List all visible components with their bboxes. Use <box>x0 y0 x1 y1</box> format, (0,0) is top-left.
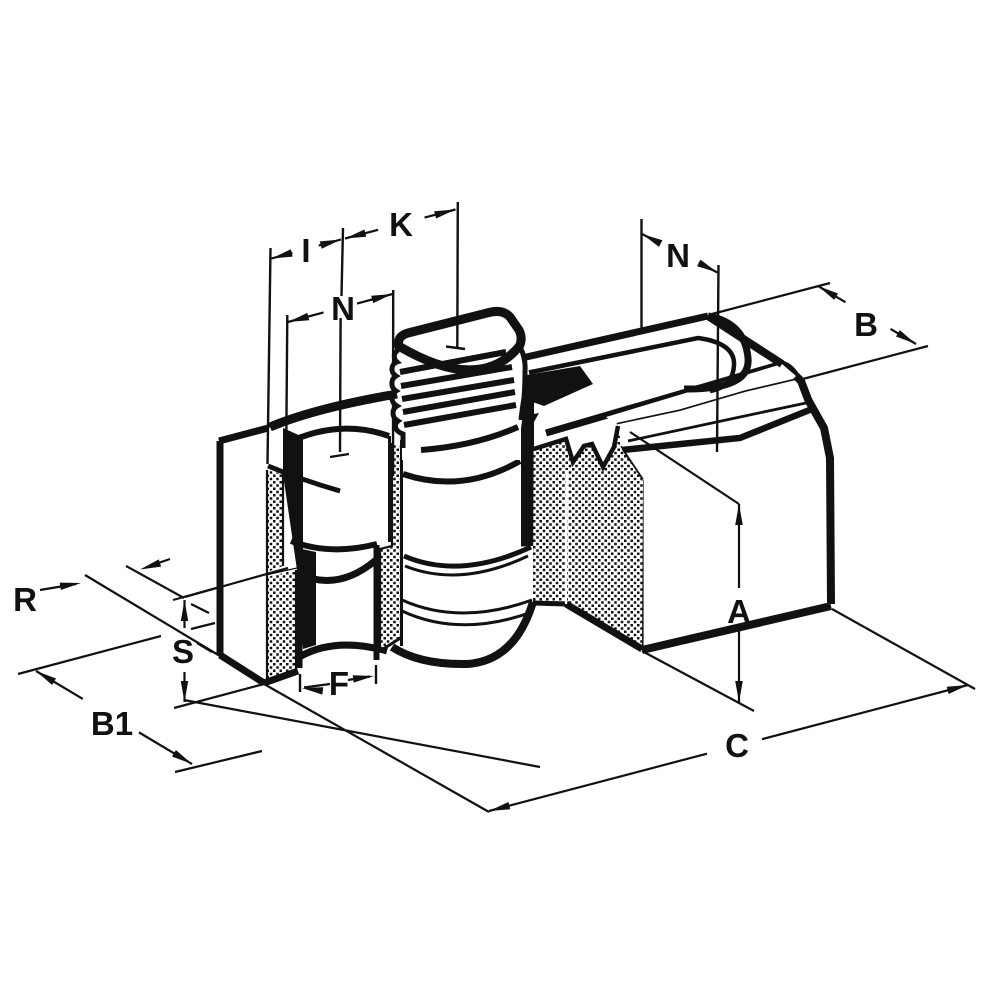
svg-text:C: C <box>725 727 749 764</box>
svg-text:K: K <box>389 206 413 243</box>
svg-text:A: A <box>727 593 751 630</box>
svg-text:I: I <box>301 232 310 269</box>
svg-text:B: B <box>854 306 878 343</box>
svg-text:B1: B1 <box>91 705 133 742</box>
svg-text:R: R <box>13 581 37 618</box>
svg-text:F: F <box>329 665 349 702</box>
svg-text:N: N <box>331 290 355 327</box>
svg-text:N: N <box>666 237 690 274</box>
svg-text:S: S <box>172 633 194 670</box>
